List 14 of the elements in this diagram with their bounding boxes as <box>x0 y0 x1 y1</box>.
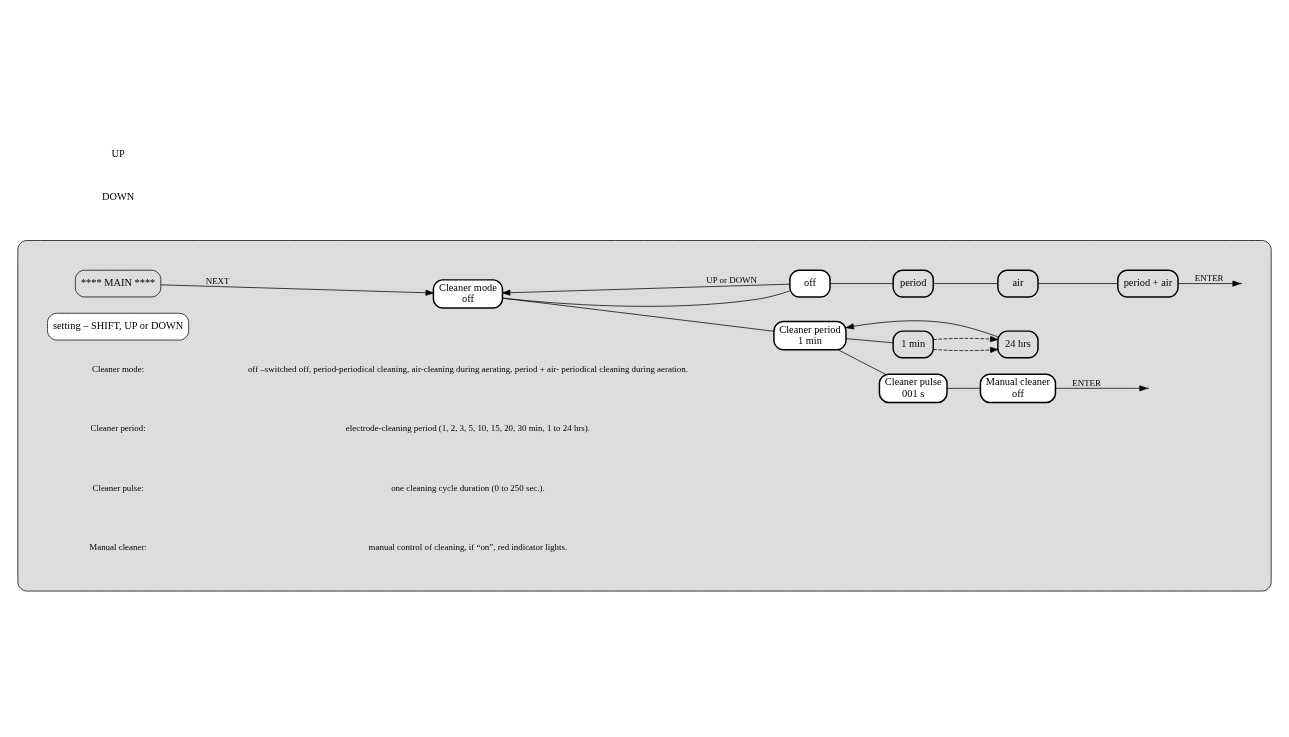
label: manual control of cleaning, if “on”, red indicator lights. <box>368 541 568 552</box>
label: electrode-cleaning period (1, 2, 3, 5, 10, 15, 20, 30 min, 1 to 24 hrs). <box>345 422 590 433</box>
edge-label: ENTER <box>1194 272 1224 283</box>
label: one cleaning cycle duration (0 to 250 sec.). <box>391 482 545 493</box>
edge-label: ENTER <box>1072 377 1102 388</box>
label: Cleaner period: <box>90 422 146 433</box>
label: UP <box>111 147 125 159</box>
label: DOWN <box>101 190 135 202</box>
label: Manual cleaner: <box>89 541 147 552</box>
label: Cleaner pulse: <box>92 482 144 493</box>
edge-label: NEXT <box>205 275 230 286</box>
label: Cleaner mode: <box>91 363 145 374</box>
label: off –switched off, period-periodical cleaning, air-cleaning during aerating, period + air- periodical cleaning during aeration. <box>247 363 688 374</box>
edge-label: UP or DOWN <box>706 274 757 285</box>
